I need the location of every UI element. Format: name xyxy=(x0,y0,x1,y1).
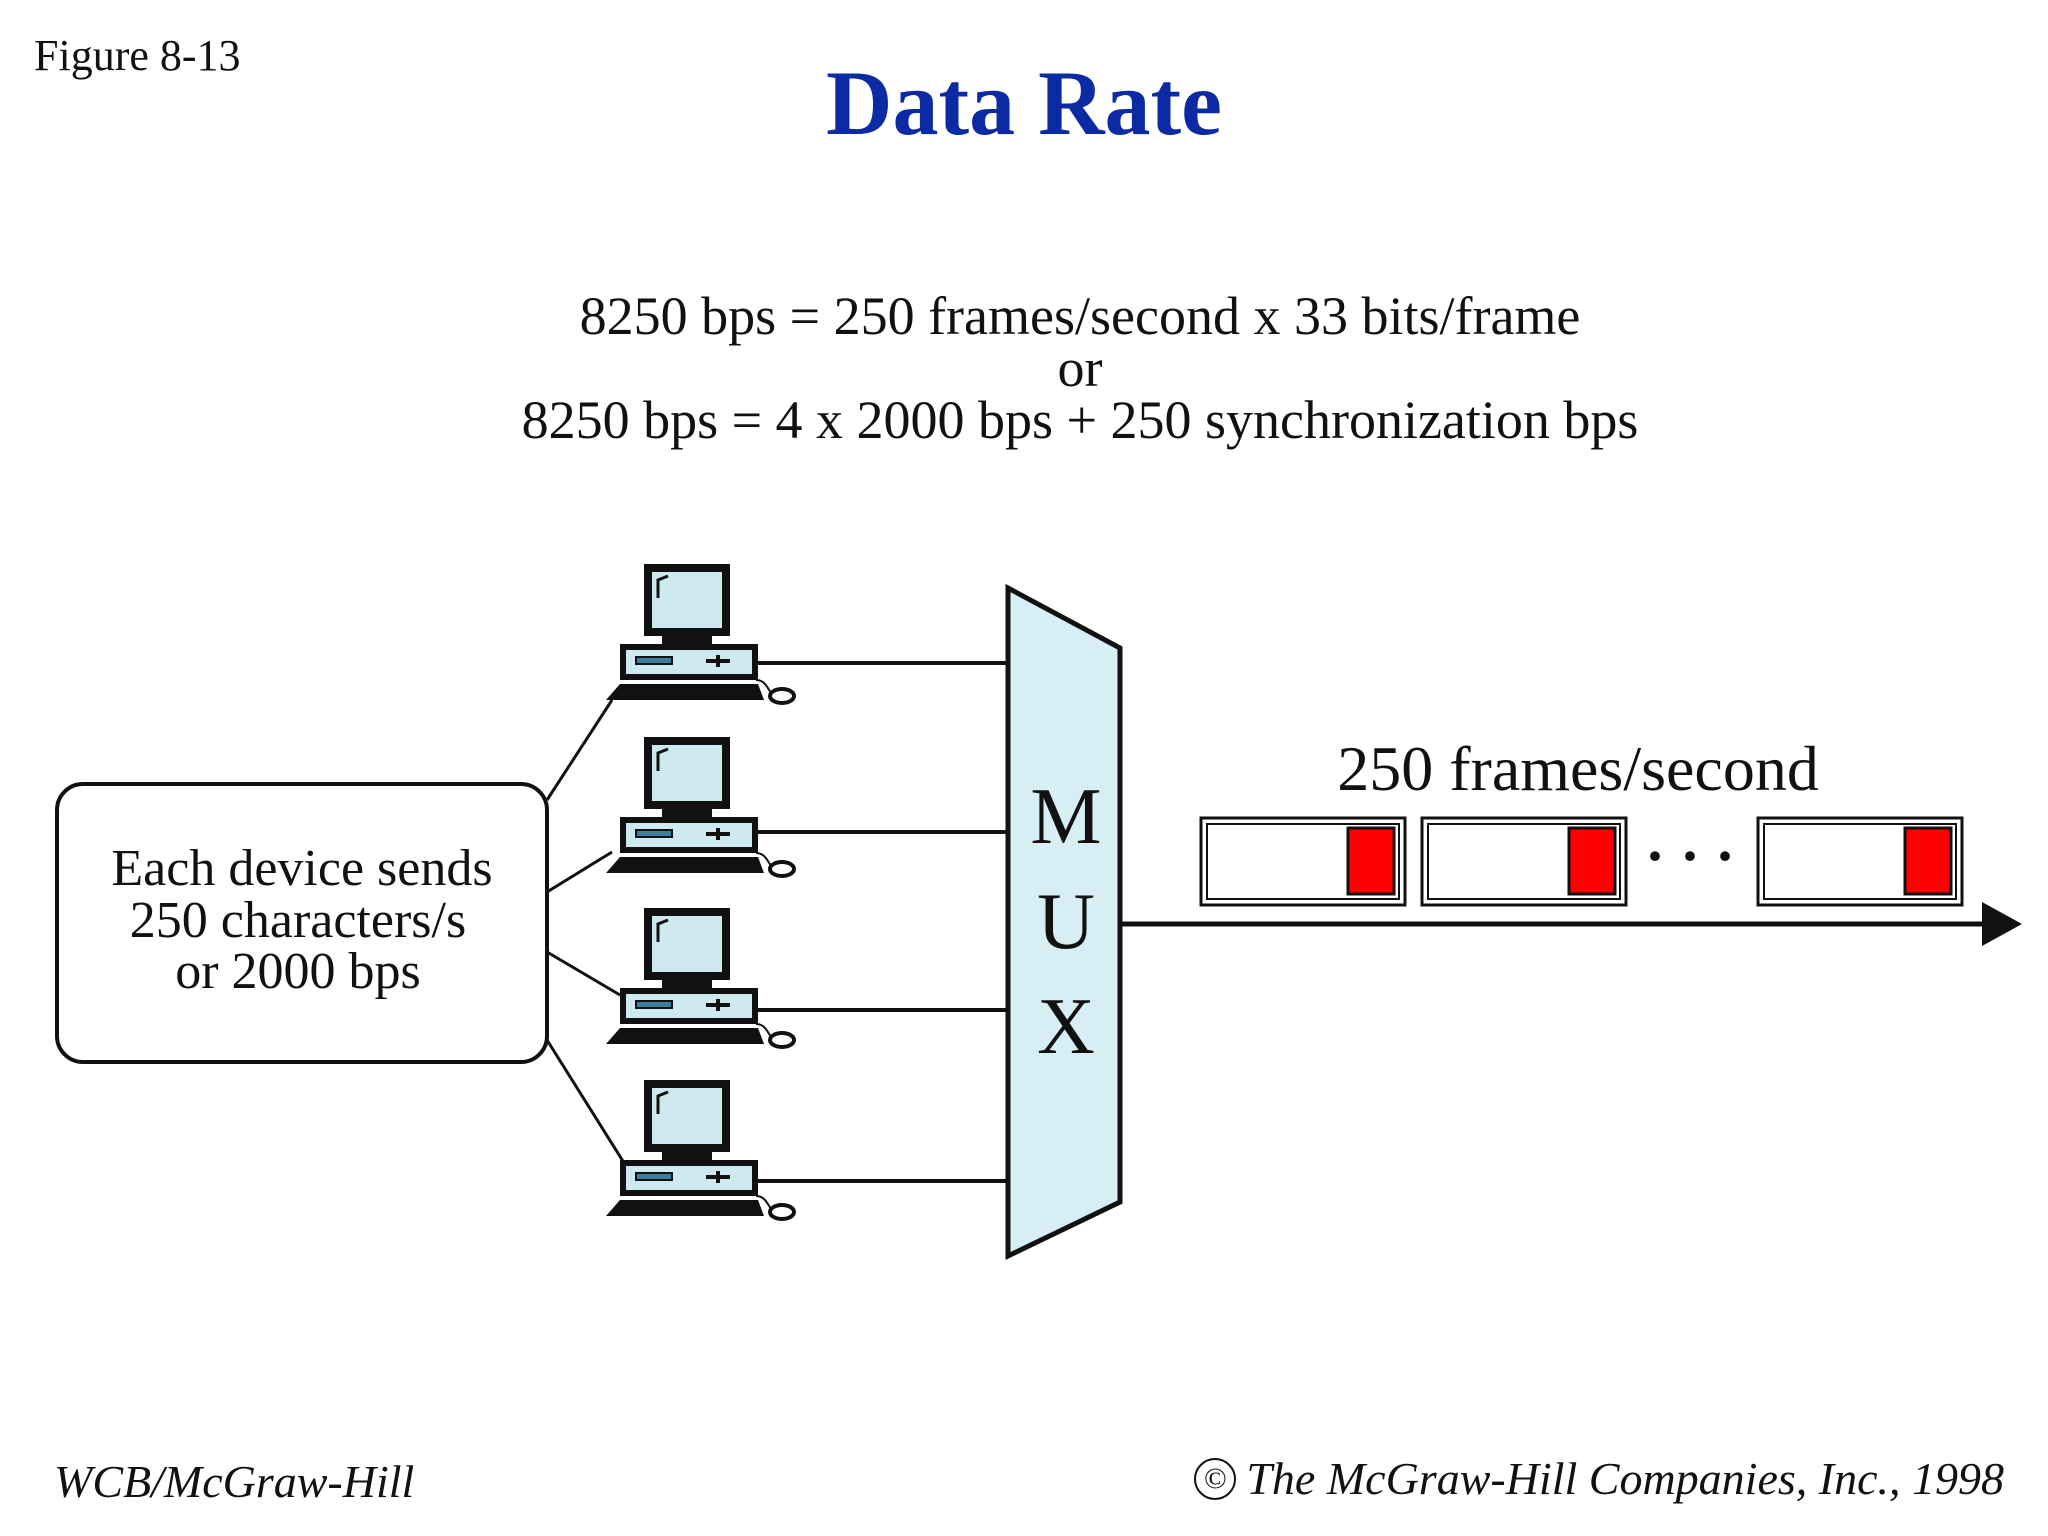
copyright-icon: © xyxy=(1194,1457,1237,1500)
frame xyxy=(1756,816,1964,907)
device-note-line1: Each device sends xyxy=(111,840,492,897)
publisher-label: WCB/McGraw-Hill xyxy=(54,1456,415,1507)
mux-block: M U X xyxy=(1005,583,1123,1260)
copyright-text: The McGraw-Hill Companies, Inc., 1998 xyxy=(1246,1453,2004,1504)
copyright-notice: © The McGraw-Hill Companies, Inc., 1998 xyxy=(1194,1452,2004,1505)
page-title: Data Rate xyxy=(826,52,1222,154)
box-to-device-lines xyxy=(545,699,628,1167)
computer-icon xyxy=(604,906,796,1049)
mux-letter-u: U xyxy=(1037,878,1095,966)
equation-or: or xyxy=(1057,338,1103,398)
device-note-box: Each device sends 250 characters/s or 20… xyxy=(55,782,549,1064)
equation-sum: 8250 bps = 4 x 2000 bps + 250 synchroniz… xyxy=(521,390,1639,450)
device-to-mux-lines xyxy=(745,661,1008,1183)
sync-bit xyxy=(1903,826,1953,896)
computer-icon xyxy=(604,1078,796,1221)
sync-bit xyxy=(1346,826,1396,896)
mux-letter-m: M xyxy=(1030,773,1101,861)
frame xyxy=(1420,816,1628,907)
device-note-line3: or 2000 bps xyxy=(175,943,421,1000)
output-rate-label: 250 frames/second xyxy=(1337,733,1819,804)
ellipsis: · · · xyxy=(1645,823,1735,889)
device-note-line2: 250 characters/s xyxy=(130,892,466,949)
sync-bit xyxy=(1567,826,1617,896)
equations-block: 8250 bps = 250 frames/second x 33 bits/f… xyxy=(280,286,1880,450)
equation-frames: 8250 bps = 250 frames/second x 33 bits/f… xyxy=(579,286,1581,346)
mux-letter-x: X xyxy=(1037,983,1095,1071)
computer-icon xyxy=(604,562,796,705)
figure-label: Figure 8-13 xyxy=(34,31,241,80)
arrowhead-icon xyxy=(1982,902,2022,946)
frame xyxy=(1199,816,1407,907)
output-link xyxy=(1120,902,2022,946)
computer-icon xyxy=(604,735,796,878)
